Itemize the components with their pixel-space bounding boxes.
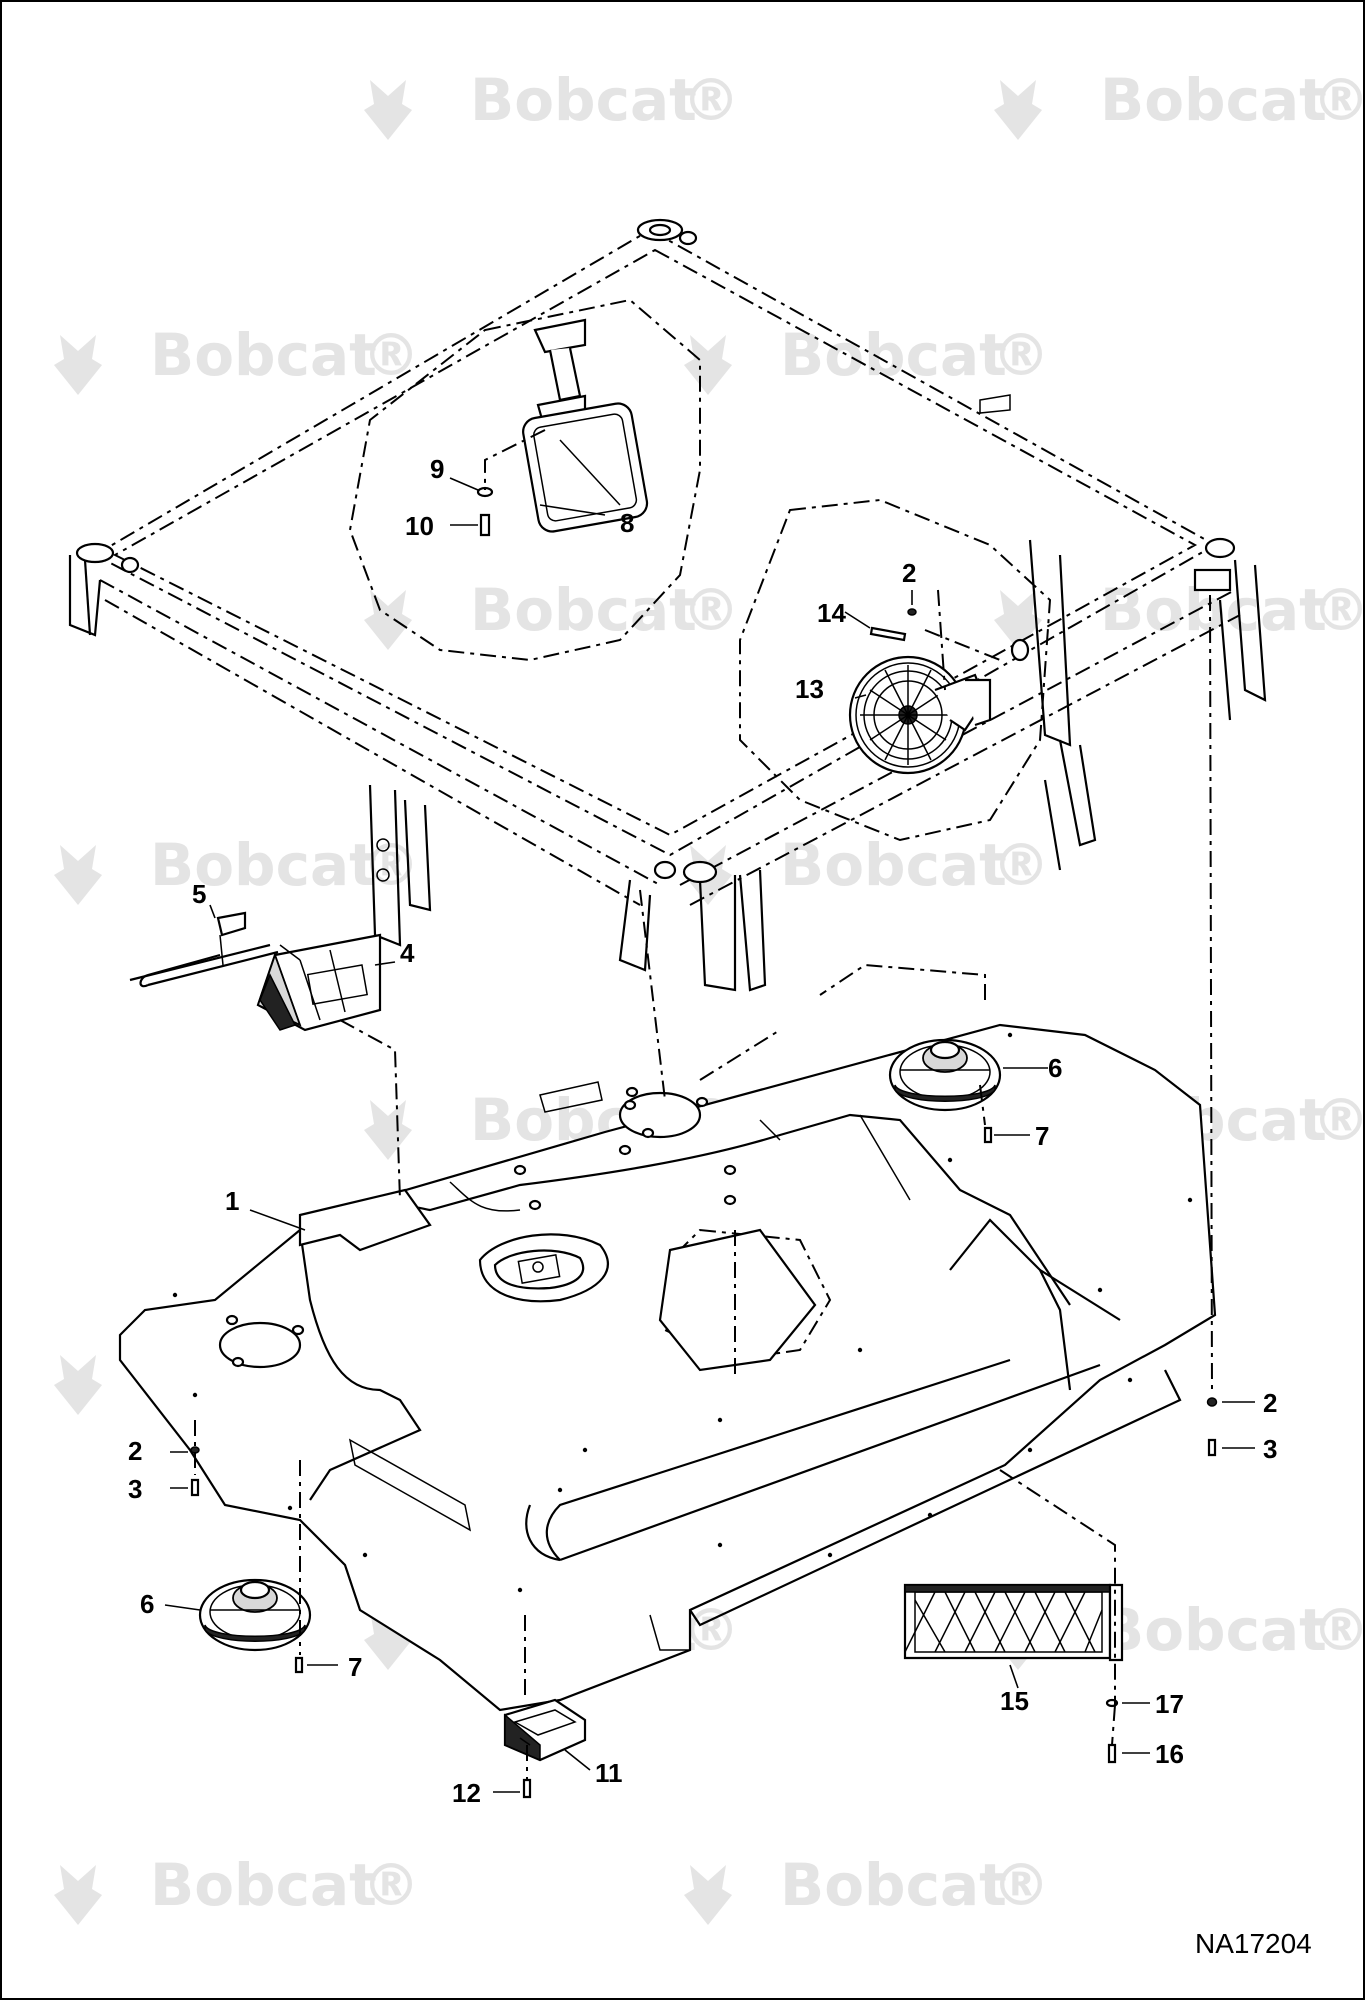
screw-12: [522, 1778, 532, 1799]
svg-text:Bobcat: Bobcat: [1100, 1596, 1327, 1664]
svg-text:Bobcat: Bobcat: [1100, 66, 1327, 134]
watermark: Bobcat®: [54, 1851, 420, 1925]
svg-text:®: ®: [1312, 1596, 1365, 1664]
screw-7-upper: [983, 1126, 993, 1144]
corner-boss: [636, 218, 698, 246]
speaker-lower: [198, 1578, 312, 1652]
callout-2-fan: 2: [902, 558, 916, 588]
leader-lines: [164, 477, 1255, 1793]
svg-text:®: ®: [992, 831, 1050, 899]
svg-text:Bobcat: Bobcat: [150, 321, 377, 389]
callout-6-upper: 6: [1048, 1053, 1062, 1083]
washer-2-right: [1206, 1397, 1218, 1407]
callout-3-right: 3: [1263, 1434, 1277, 1464]
svg-text:®: ®: [362, 831, 420, 899]
washer-9: [476, 486, 494, 498]
svg-text:Bobcat: Bobcat: [150, 1851, 377, 1919]
svg-text:®: ®: [1312, 576, 1365, 644]
cab-roof-frame: [68, 218, 1267, 992]
callout-9: 9: [430, 454, 444, 484]
svg-text:®: ®: [1312, 66, 1365, 134]
callout-1: 1: [225, 1186, 239, 1216]
screw-14: [869, 626, 907, 642]
svg-text:®: ®: [992, 1851, 1050, 1919]
callout-7-lower: 7: [348, 1652, 362, 1682]
svg-text:®: ®: [362, 1851, 420, 1919]
callout-11: 11: [595, 1758, 623, 1788]
storage-net: [903, 1583, 1124, 1662]
radio-assembly: [256, 933, 382, 1032]
speaker-upper: [888, 1038, 1002, 1112]
assembly-lines: [194, 594, 1213, 1780]
callout-10: 10: [405, 511, 434, 541]
callout-4: 4: [400, 938, 415, 968]
drawing-code: NA17204: [1195, 1928, 1312, 1959]
svg-text:®: ®: [682, 66, 740, 134]
callout-5: 5: [192, 879, 206, 909]
watermark: Bobcat®: [54, 321, 420, 395]
svg-text:®: ®: [362, 321, 420, 389]
svg-text:®: ®: [682, 576, 740, 644]
callout-8: 8: [620, 508, 634, 538]
callout-3-left: 3: [128, 1474, 142, 1504]
corner-boss: [653, 860, 718, 884]
callout-7-upper: 7: [1035, 1121, 1049, 1151]
watermark: Bobcat®: [364, 576, 740, 650]
screw-7-lower: [294, 1656, 304, 1674]
callout-2-left: 2: [128, 1436, 142, 1466]
callout-12: 12: [452, 1778, 481, 1808]
callout-2-right: 2: [1263, 1388, 1277, 1418]
bolt-10: [479, 513, 491, 537]
svg-text:®: ®: [1312, 1086, 1365, 1154]
svg-text:Bobcat: Bobcat: [470, 576, 697, 644]
dome-light: [503, 1698, 587, 1762]
svg-text:Bobcat: Bobcat: [150, 831, 377, 899]
svg-text:Bobcat: Bobcat: [470, 66, 697, 134]
svg-text:Bobcat: Bobcat: [780, 321, 1007, 389]
callout-15: 15: [1000, 1686, 1029, 1716]
svg-text:®: ®: [992, 321, 1050, 389]
callout-labels: 1 2 2 2 3 3 4 5 6 6 7 7 8 9 10 11 12 13 …: [128, 454, 1277, 1808]
watermark: Bobcat®: [684, 321, 1050, 395]
bolt-3-right: [1207, 1438, 1217, 1457]
callout-6-lower: 6: [140, 1589, 154, 1619]
washer-2-fan: [907, 608, 917, 616]
watermark: Bobcat®: [54, 831, 420, 905]
watermark: Bobcat®: [994, 66, 1365, 140]
fan-assembly: [848, 589, 1030, 775]
callout-14: 14: [817, 598, 846, 628]
headliner-panel: [118, 1023, 1217, 1712]
watermark: Bobcat®: [684, 1851, 1050, 1925]
watermark: Bobcat®: [364, 66, 740, 140]
callout-13: 13: [795, 674, 824, 704]
corner-boss: [1193, 537, 1236, 592]
bolt-16: [1107, 1743, 1117, 1764]
corner-boss: [75, 542, 140, 574]
bolt-3-left: [190, 1478, 200, 1497]
svg-text:Bobcat: Bobcat: [780, 831, 1007, 899]
mirror-assembly: [476, 318, 649, 537]
callout-17: 17: [1155, 1689, 1184, 1719]
antenna-lead: [129, 911, 301, 988]
callout-16: 16: [1155, 1739, 1184, 1769]
svg-text:Bobcat: Bobcat: [780, 1851, 1007, 1919]
